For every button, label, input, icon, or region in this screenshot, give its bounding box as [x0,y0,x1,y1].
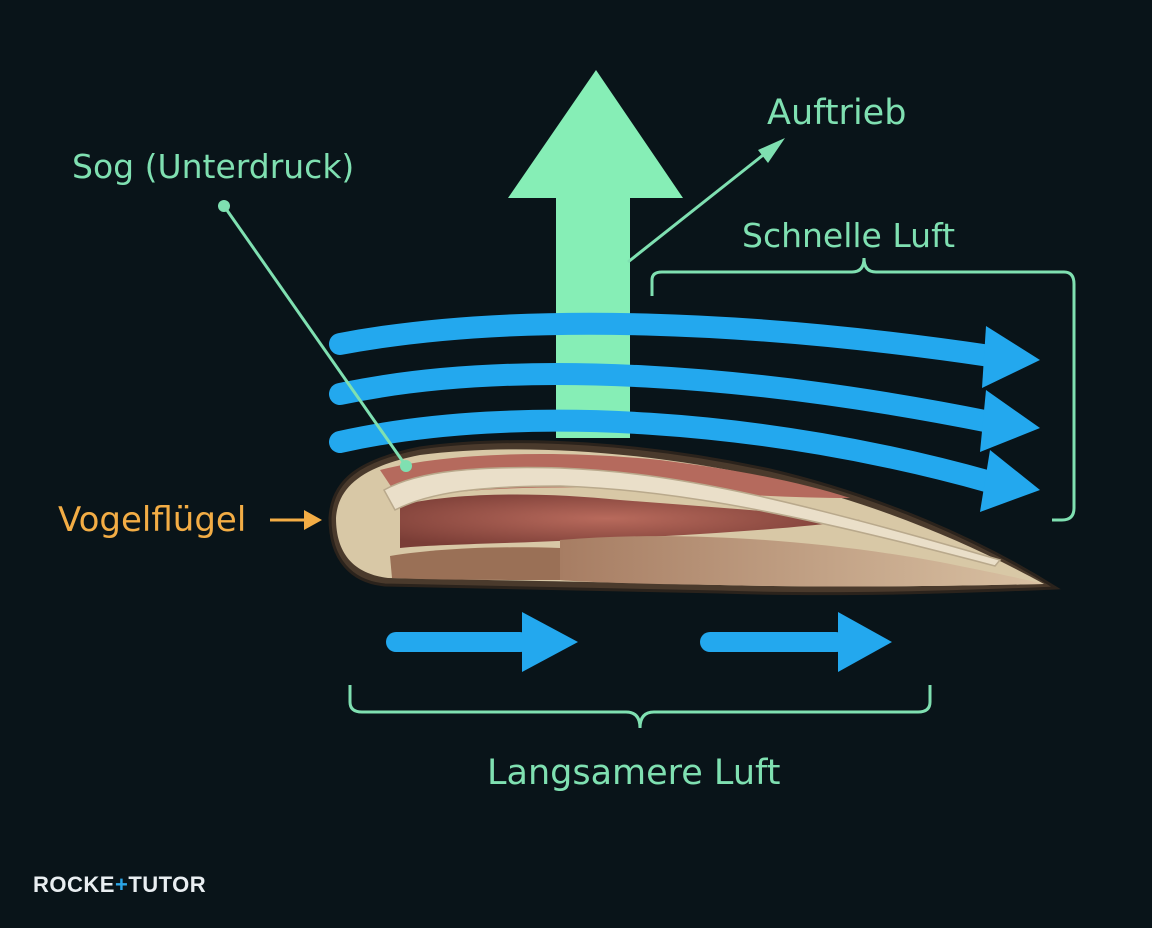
suction-pointer-dot-end [400,460,412,472]
fast-airflow-line-1 [329,312,1001,367]
slow-air-brace [348,685,932,729]
wing-lower-tissue [390,547,560,580]
lift-pointer-line [627,146,773,264]
fast-airflow-line-3 [329,409,1001,493]
slow-airflow-head-1 [522,612,578,672]
fast-airflow-line-2 [329,363,1001,433]
fast-airflow-head-2 [980,390,1040,452]
suction-pointer-line [222,205,408,467]
slow-airflow-line-2 [700,632,846,652]
wing-bone [382,466,1002,567]
slow-airflow-line-1 [386,632,530,652]
lift-pointer-head [758,138,785,163]
suction-label: Sog (Unterdruck) [72,147,355,186]
lift-label: Auftrieb [767,93,907,133]
logo-text-right: TUTOR [128,872,207,897]
bird-wing-cross-section [328,440,1061,596]
wing-muscle-lower [400,494,860,548]
fast-air-label: Schnelle Luft [742,216,956,255]
wing-label: Vogelflügel [58,500,247,540]
wing-pointer-head [304,510,322,530]
logo-text-left: ROCKE [33,872,115,897]
suction-pointer-dot-start [218,200,230,212]
wing-feathers [560,536,1044,587]
fast-airflow-head-3 [980,450,1040,512]
fast-airflow-arrows [329,312,1040,512]
fast-airflow-head-1 [982,326,1040,388]
slow-air-label: Langsamere Luft [487,753,781,793]
slow-airflow-arrows [386,612,892,672]
slow-airflow-head-2 [838,612,892,672]
logo-plus: + [114,872,129,897]
fast-air-brace [650,257,1076,522]
brand-logo: ROCKE+TUTOR [33,872,206,898]
lift-arrow [508,70,683,438]
